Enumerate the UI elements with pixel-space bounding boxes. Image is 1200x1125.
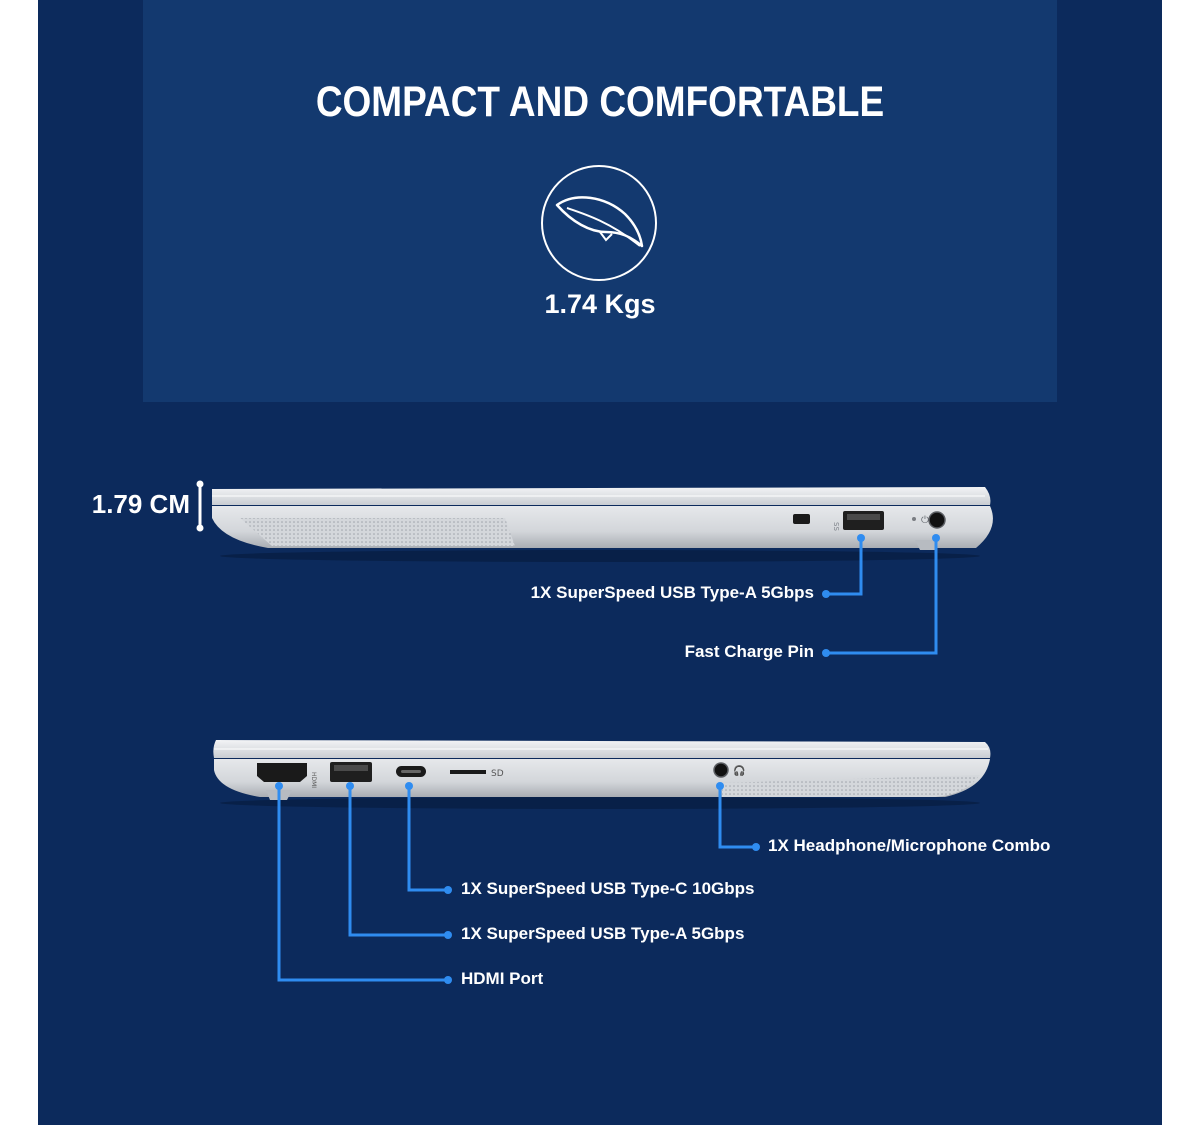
callout-dot (822, 590, 830, 598)
callout-dot (275, 782, 283, 790)
svg-text:SS: SS (832, 522, 840, 531)
callout-dot (444, 931, 452, 939)
callout-dot (822, 649, 830, 657)
thickness-label: 1.79 CM (91, 489, 190, 519)
callout-usb-c: 1X SuperSpeed USB Type-C 10Gbps (461, 879, 755, 898)
laptop-right-side-view: SS ⏻ (212, 487, 993, 562)
callout-usb-a-right: 1X SuperSpeed USB Type-A 5Gbps (530, 583, 814, 602)
callout-dot (444, 886, 452, 894)
callout-fast-charge-pin: Fast Charge Pin (684, 642, 814, 661)
charge-pin-icon: ⏻ (921, 515, 929, 526)
thickness-indicator (196, 480, 204, 532)
charge-led (912, 517, 916, 521)
feather-icon (541, 165, 657, 281)
audio-jack (713, 762, 729, 778)
callout-headphone-mic: 1X Headphone/Microphone Combo (768, 836, 1051, 855)
outer-margin-left (0, 0, 38, 1125)
callout-lines-right (826, 538, 938, 655)
callout-dot (716, 782, 724, 790)
sd-card-slot (450, 770, 486, 774)
weight-label: 1.74 Kgs (544, 289, 656, 319)
callout-dot (405, 782, 413, 790)
headphone-icon: 🎧 (733, 764, 745, 777)
hdmi-marking: HDMI (310, 772, 317, 788)
callout-usb-a-left: 1X SuperSpeed USB Type-A 5Gbps (461, 924, 745, 943)
charge-pin (928, 511, 946, 529)
headline: COMPACT AND COMFORTABLE (315, 78, 885, 126)
callout-dot (857, 534, 865, 542)
callout-dot (346, 782, 354, 790)
callout-dot (752, 843, 760, 851)
callout-dot (932, 534, 940, 542)
sd-marking: SD (491, 769, 504, 779)
usb-a-port (843, 511, 884, 530)
callout-dot (444, 976, 452, 984)
callout-hdmi: HDMI Port (461, 969, 544, 988)
outer-margin-right (1162, 0, 1200, 1125)
hdmi-port (257, 763, 307, 782)
callout-lines-left (277, 786, 756, 982)
security-lock-slot (793, 514, 810, 524)
